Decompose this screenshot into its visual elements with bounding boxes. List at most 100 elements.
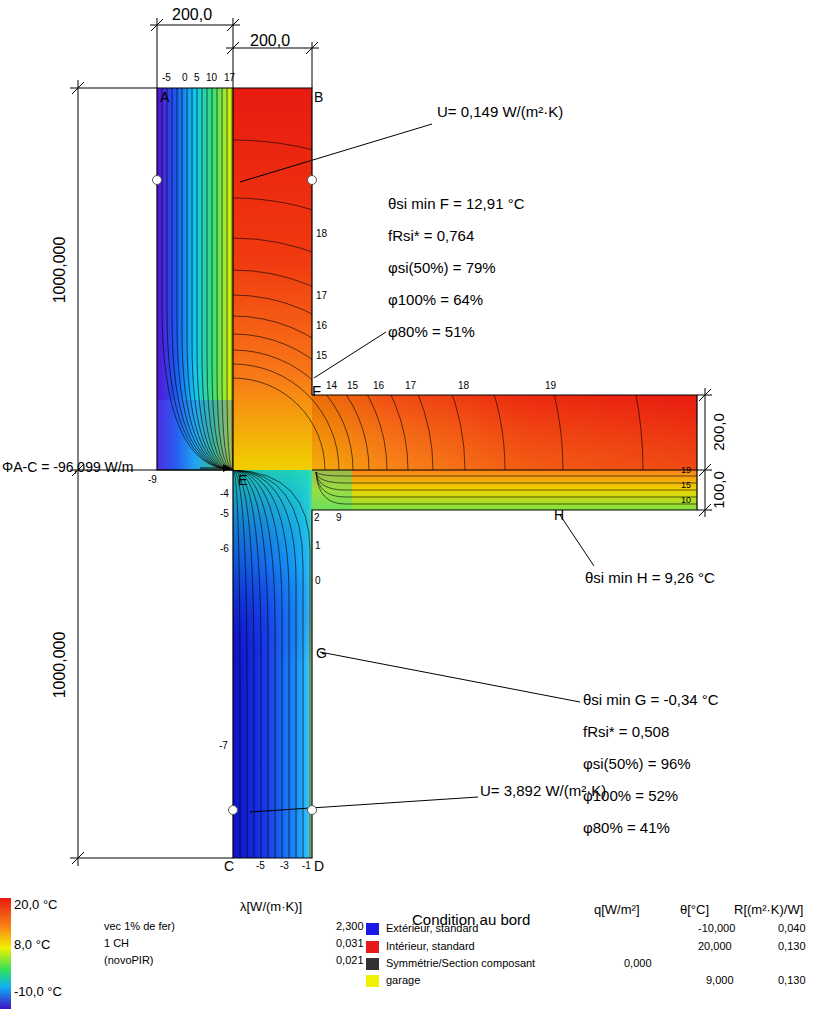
isotherm-line — [177, 88, 233, 470]
condition-table: R[(m²·K)/W] — [734, 903, 803, 917]
isotherm-value: -6 — [220, 543, 229, 554]
isotherm-value: 10 — [206, 72, 217, 83]
isotherm-line — [197, 88, 233, 470]
result-value: θsi min G = -0,34 °C — [583, 692, 719, 709]
isotherm-value: 19 — [681, 466, 691, 476]
isotherm-line — [172, 88, 233, 470]
isotherm-line — [212, 88, 233, 470]
isotherm-value: 0 — [315, 575, 321, 586]
legend-swatch — [366, 975, 379, 987]
dimension: 1000,000 — [51, 237, 69, 304]
isotherm-line — [233, 470, 296, 858]
result-value: φsi(50%) = 79% — [388, 260, 496, 277]
legend-swatch — [366, 958, 379, 970]
isotherm-value: 17 — [316, 290, 327, 301]
isotherm-value: 10 — [681, 496, 691, 506]
dimension: 200,0 — [172, 6, 212, 24]
condition-table: 20,000 — [698, 940, 732, 952]
material-table: λ[W/(m·K)] — [240, 900, 302, 914]
isotherm-value: 16 — [316, 320, 327, 331]
scale-value: -10,0 °C — [14, 985, 62, 999]
material-table: 0,031 — [336, 937, 364, 949]
isotherm-line — [167, 88, 233, 470]
isotherm-value: 2 — [314, 512, 320, 523]
isotherm-line — [182, 88, 233, 470]
isotherm-value: 14 — [326, 380, 337, 391]
material-table: 0,021 — [336, 954, 364, 966]
result-value: φ80% = 51% — [388, 324, 475, 341]
isotherm-value: -5 — [220, 508, 229, 519]
condition-table: q[W/m²] — [594, 903, 640, 917]
isotherm-value: 15 — [316, 350, 327, 361]
isotherm-line — [233, 470, 303, 858]
corner-letter: G — [316, 646, 327, 661]
isotherm-value: 5 — [194, 72, 200, 83]
isotherm-value: -5 — [162, 72, 171, 83]
isotherm-line — [187, 88, 233, 470]
condition-table: 0,040 — [778, 922, 806, 934]
result-value: φ100% = 64% — [388, 292, 483, 309]
legend-text: Intérieur, standard — [386, 940, 475, 952]
isotherm-value: -9 — [148, 474, 157, 485]
isotherm-line — [192, 88, 233, 470]
isotherm-value: 18 — [316, 228, 327, 239]
flux-value: ΦA-C = -96,099 W/m — [2, 460, 133, 475]
isotherm-value: 18 — [458, 380, 469, 391]
isotherm-value: -3 — [280, 860, 289, 871]
isotherm-value: -4 — [220, 488, 229, 499]
isotherm-line — [316, 472, 697, 483]
condition-table: 0,130 — [778, 940, 806, 952]
isotherm-line — [217, 88, 233, 470]
corner-letter: A — [160, 90, 169, 105]
isotherm-value: -5 — [256, 860, 265, 871]
isotherm-line — [227, 88, 233, 470]
corner-letter: E — [238, 473, 247, 488]
condition-table: 0,000 — [624, 957, 652, 969]
condition-table: 9,000 — [706, 974, 734, 986]
isotherm-line — [316, 472, 697, 490]
dimension: 100,0 — [711, 471, 728, 509]
result-value: fRsi* = 0,764 — [388, 228, 474, 245]
corner-letter: F — [312, 383, 321, 400]
material-table: 1 CH — [104, 937, 129, 949]
isotherm-line — [233, 470, 289, 858]
u-value: U= 0,149 W/(m²·K) — [437, 104, 563, 121]
condition-table: 0,130 — [778, 974, 806, 986]
material-table: 2,300 — [336, 920, 364, 932]
isotherm-line — [233, 470, 247, 858]
isotherm-line — [202, 88, 233, 470]
isotherm-line — [316, 472, 697, 476]
result-value: θsi min F = 12,91 °C — [388, 196, 524, 213]
isotherm-line — [233, 470, 254, 858]
dimension: 200,0 — [250, 32, 290, 50]
material-table: (novoPIR) — [104, 954, 154, 966]
legend-text: garage — [386, 974, 420, 986]
isotherm-line — [233, 470, 310, 858]
legend-text: Extérieur, standard — [386, 922, 478, 934]
result-value: φ100% = 52% — [583, 788, 678, 805]
result-value: θsi min H = 9,26 °C — [585, 570, 715, 587]
isotherm-line — [316, 472, 697, 504]
condition-table: -10,000 — [698, 922, 735, 934]
corner-letter: B — [314, 90, 323, 105]
result-value: φsi(50%) = 96% — [583, 756, 691, 773]
isotherm-value: 9 — [336, 512, 342, 523]
corner-letter: D — [314, 859, 324, 874]
isotherm-value: 15 — [347, 380, 358, 391]
result-value: fRsi* = 0,508 — [583, 724, 669, 741]
isotherm-value: 17 — [224, 72, 235, 83]
isotherm-value: 17 — [405, 380, 416, 391]
isotherm-line — [222, 88, 233, 470]
scale-value: 8,0 °C — [14, 938, 50, 952]
legend-swatch — [366, 923, 379, 935]
isotherm-line — [207, 88, 233, 470]
isotherm-value: 0 — [182, 72, 188, 83]
result-value: φ80% = 41% — [583, 820, 670, 837]
condition-table: θ[°C] — [680, 903, 709, 917]
isotherm-line — [233, 470, 261, 858]
scale-value: 20,0 °C — [14, 898, 58, 912]
isotherm-line — [162, 88, 233, 470]
isotherm-line — [233, 470, 275, 858]
isotherm-line — [316, 472, 697, 497]
dimension: 200,0 — [711, 413, 728, 451]
